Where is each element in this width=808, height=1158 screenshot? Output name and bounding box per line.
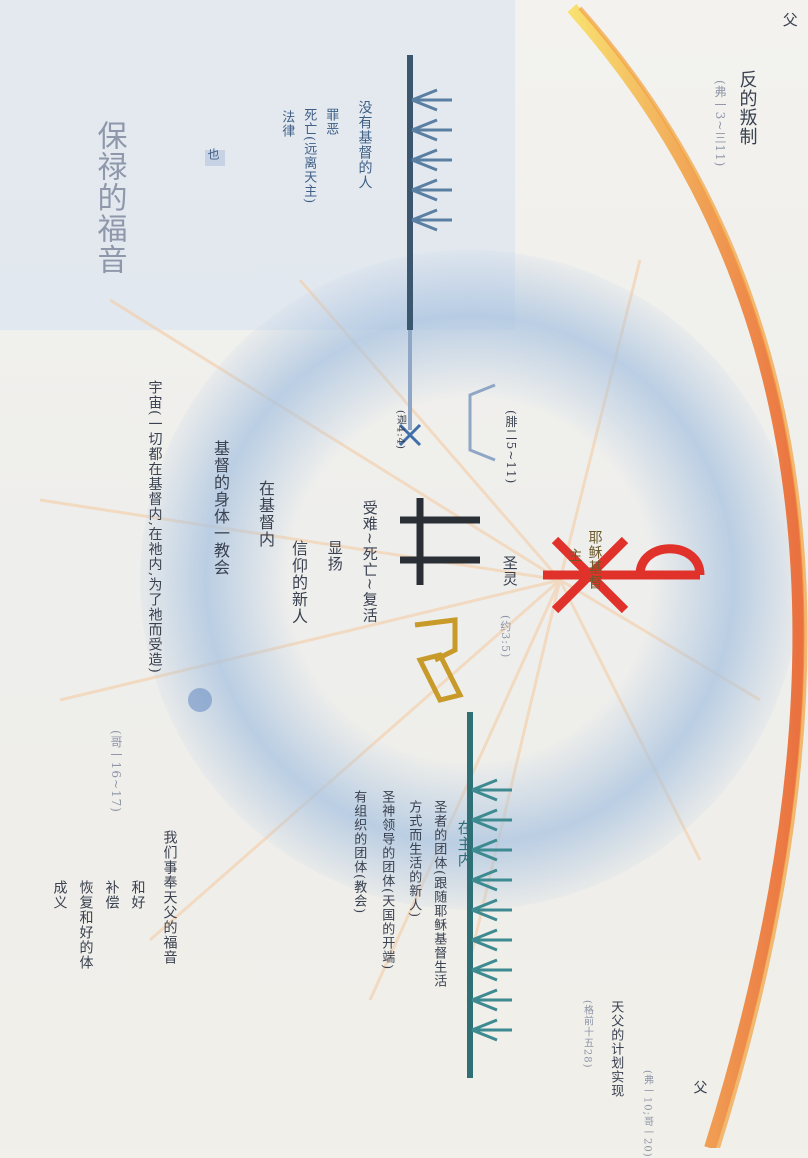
- label-incarnation-ref: (迦4:4): [394, 410, 406, 450]
- church-wash: [140, 250, 800, 910]
- label-mission-4: 成义: [51, 880, 68, 910]
- label-eph-ref: (弗一10;哥一20): [641, 1070, 653, 1158]
- label-mission-2: 补偿: [103, 880, 120, 910]
- label-organized-church: 有组织的团体(教会): [351, 790, 367, 915]
- label-no-gospel-people: 没有基督的人: [356, 100, 373, 190]
- box-marker: [205, 150, 225, 166]
- label-plan-realized: 天父的计划实现: [608, 1000, 624, 1098]
- father-arc: [567, 4, 805, 1148]
- label-christ-lord: 耶稣基督: [586, 530, 603, 590]
- label-crucifixion: 受难~死亡~复活: [360, 500, 379, 624]
- label-col-ref: (哥一16~17): [109, 730, 123, 813]
- chi-rho-icon: [543, 536, 705, 614]
- label-saints-group: 圣者的团体(跟随耶稣基督生活: [431, 800, 447, 989]
- label-father-right: 父: [691, 1080, 708, 1095]
- label-in-lord: 在主内: [455, 820, 474, 868]
- label-spirit-ref: (约3:5): [498, 615, 512, 659]
- people-figure-icon: [471, 778, 512, 1042]
- label-mission-1: 和好: [129, 880, 146, 910]
- label-plan-ref: (格前十五28): [581, 1000, 593, 1069]
- label-faith-new: 信仰的新人: [289, 540, 308, 625]
- label-rebellion-title: 反的叛制: [736, 70, 758, 146]
- label-box-marker: 也: [206, 148, 220, 161]
- people-figure-icon: [411, 88, 452, 232]
- label-church-body: 基督的身体一教会: [211, 440, 230, 576]
- label-father-top: 父: [780, 12, 799, 28]
- label-resurrection: 显扬: [325, 540, 344, 572]
- label-way-of-life: 方式而生活的新人): [406, 800, 422, 919]
- label-sin-desc: 死亡(远离天主): [301, 108, 317, 205]
- label-paul-gospel: 保禄的福音: [91, 120, 127, 275]
- label-spirit-church: 圣神领导的团体(天国的开端): [379, 790, 395, 971]
- label-rebellion-ref: (弗一3~三11): [713, 80, 727, 168]
- label-lord: 主: [566, 548, 583, 563]
- cross-icon: [398, 423, 422, 447]
- bible-book-icon: [414, 617, 464, 703]
- label-mission-3: 恢复和好的体: [77, 880, 94, 970]
- label-sin-group: 罪恶: [323, 108, 339, 136]
- label-holy-spirit: 圣灵: [500, 555, 519, 587]
- crucifixion-cross: [400, 498, 480, 585]
- label-follow-christ: 在基督内: [256, 480, 275, 548]
- label-universe-line: 宇宙(一切都在基督内,在祂内,为了祂而受造): [146, 380, 163, 674]
- label-law: 法律: [279, 110, 295, 138]
- label-text-title: (腓二5~11): [504, 410, 518, 485]
- label-mission-title: 我们事奉天父的福音: [161, 830, 178, 965]
